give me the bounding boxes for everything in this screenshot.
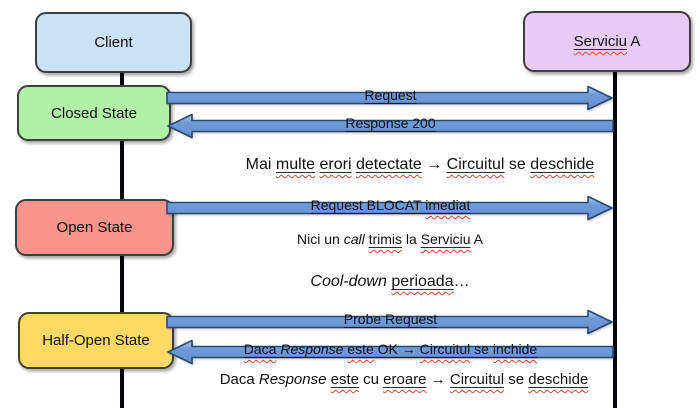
message-label-request-blocked: Request BLOCAT imediat <box>310 197 471 213</box>
message-arrow-response-ok: Daca Response este OK → Circuitul se inc… <box>167 339 614 365</box>
note-cooldown-period: Cool-down perioada… <box>310 273 470 290</box>
actor-box-service-a: Serviciu A <box>523 11 691 72</box>
state-box-open: Open State <box>15 199 174 256</box>
left-arrow-icon <box>167 113 614 139</box>
note-errors-detected: Mai multe erori detectate → Circuitul se… <box>245 156 595 173</box>
state-label-closed: Closed State <box>51 104 137 122</box>
message-label-response-200: Response 200 <box>345 115 436 131</box>
note-error-response: Daca Response este cu eroare → Circuitul… <box>219 371 589 388</box>
message-arrow-probe-request: Probe Request <box>166 309 614 335</box>
state-box-closed: Closed State <box>17 85 171 141</box>
state-label-open: Open State <box>56 219 133 236</box>
right-arrow-icon <box>166 195 613 221</box>
actor-label-client: Client <box>94 34 133 51</box>
note-no-call-sent: Nici un call trimis la Serviciu A <box>297 231 483 247</box>
message-label-response-ok: Daca Response este OK → Circuitul se inc… <box>243 341 538 357</box>
state-box-half-open: Half-Open State <box>18 312 174 369</box>
state-label-half-open: Half-Open State <box>42 332 150 349</box>
right-arrow-icon <box>166 85 613 111</box>
actor-label-service-a: Serviciu A <box>573 33 641 50</box>
left-arrow-icon <box>167 339 614 365</box>
actor-box-client: Client <box>35 12 192 73</box>
message-label-probe-request: Probe Request <box>343 311 438 327</box>
right-arrow-icon <box>166 309 613 335</box>
message-arrow-request: Request <box>166 85 614 111</box>
message-arrow-request-blocked: Request BLOCAT imediat <box>166 195 614 221</box>
lifeline-service-a <box>613 67 617 408</box>
message-label-request: Request <box>364 87 417 103</box>
message-arrow-response-200: Response 200 <box>167 113 614 139</box>
